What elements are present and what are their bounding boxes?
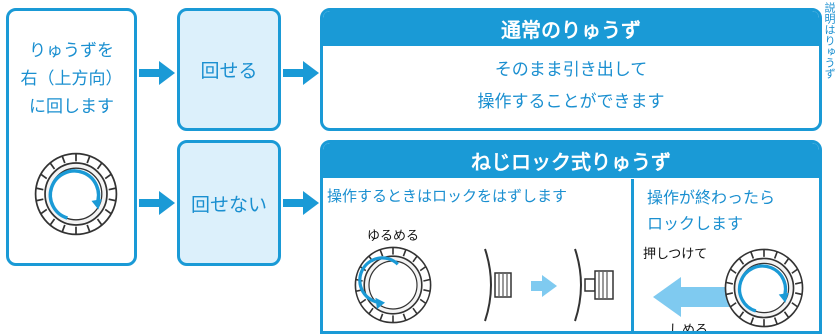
cannot-turn-label: 回せない: [190, 193, 267, 216]
can-turn-label: 回せる: [200, 60, 258, 82]
crown-tighten-icon: [723, 247, 805, 329]
lock-heading: 操作が終わったら ロックします: [647, 188, 776, 233]
arrow-right-icon: [139, 191, 175, 215]
crown-rotate-icon: [33, 151, 119, 237]
arrow-light-right-icon: [531, 275, 557, 297]
screw-lock-crown-title: ねじロック式りゅうず: [323, 143, 819, 178]
normal-crown-title: 通常のりゅうず: [323, 11, 819, 46]
arrow-right-icon: [139, 61, 175, 85]
loosen-label: ゆるめる: [367, 229, 420, 244]
normal-crown-desc: そのまま引き出して 操作することができます: [477, 60, 665, 112]
instruction-box: りゅうずを 右（上方向） に回します: [6, 8, 137, 266]
arrow-right-icon: [283, 61, 319, 85]
screw-lock-crown-panel: ねじロック式りゅうず 操作するときはロックをはずします ゆるめる 操作が終わった…: [320, 140, 822, 334]
tighten-label: しめる: [669, 323, 709, 334]
cannot-turn-box: 回せない: [177, 140, 281, 266]
arrow-right-icon: [283, 191, 319, 215]
unlock-heading: 操作するときはロックをはずします: [327, 187, 568, 205]
can-turn-box: 回せる: [177, 8, 281, 131]
crown-side-pulled-icon: [574, 248, 614, 322]
instruction-text: りゅうずを 右（上方向） に回します: [20, 41, 123, 117]
normal-crown-panel: 通常のりゅうず そのまま引き出して 操作することができます: [320, 8, 822, 131]
crown-side-unlocked-icon: [484, 248, 512, 322]
crown-loosen-icon: [353, 245, 433, 325]
press-arrow-icon: [653, 277, 743, 317]
press-label: 押しつけて: [643, 247, 708, 262]
side-note: 説明はりゅうず: [825, 2, 836, 79]
panel-divider: [631, 179, 634, 331]
